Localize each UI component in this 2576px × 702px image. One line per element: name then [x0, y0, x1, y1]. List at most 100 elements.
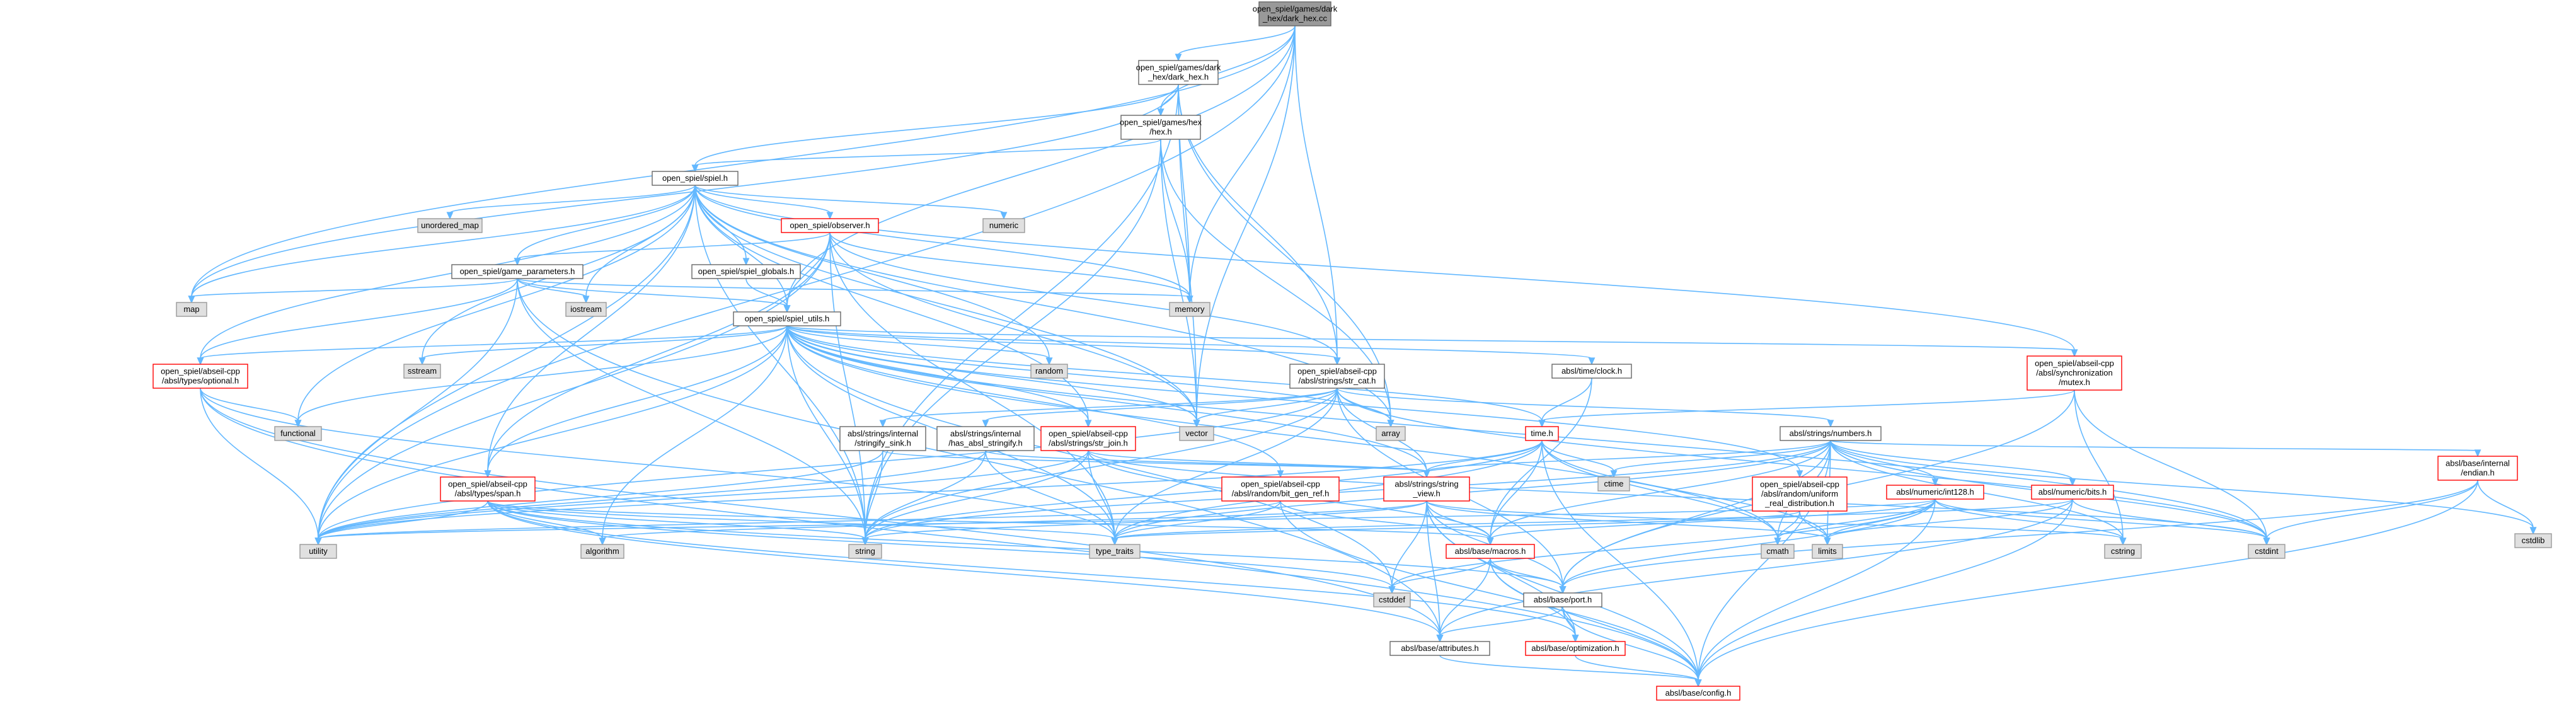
node-label: absl/numeric/bits.h: [2038, 487, 2107, 497]
node-label: /has_absl_stringify.h: [948, 439, 1023, 448]
node-spiel_h[interactable]: open_spiel/spiel.h: [652, 171, 739, 186]
node-label: functional: [280, 429, 316, 438]
node-label: absl/base/port.h: [1534, 595, 1592, 604]
node-limits: limits: [1812, 544, 1843, 559]
node-box: [2437, 456, 2518, 481]
node-numbers_h[interactable]: absl/strings/numbers.h: [1780, 426, 1882, 441]
node-label: /absl/random/uniform: [1761, 489, 1838, 498]
node-label: array: [1381, 429, 1400, 438]
node-box: [652, 171, 739, 186]
edge-endian_h-to-cstdlib: [2477, 480, 2537, 535]
node-clock_h[interactable]: absl/time/clock.h: [1551, 364, 1632, 379]
edge-time_h-to-string_view_h: [1423, 440, 1543, 478]
edge-numbers_h-to-type_traits: [1111, 440, 1831, 546]
edge-spiel_utils_h-to-str_cat_h: [786, 325, 1341, 365]
node-box: [451, 264, 584, 279]
node-box: [1120, 115, 1201, 140]
node-dark_hex_h[interactable]: open_spiel/games/dark_hex/dark_hex.h: [1136, 60, 1221, 85]
node-label: absl/base/optimization.h: [1531, 643, 1619, 653]
edge-span_h-to-attributes_h: [487, 500, 1444, 643]
edge-string_view_h-to-macros_h: [1426, 500, 1494, 546]
node-label: _hex/dark_hex.cc: [1262, 14, 1327, 23]
node-box: [2248, 544, 2286, 559]
node-label: absl/strings/numbers.h: [1790, 429, 1872, 438]
node-uniform_real_h[interactable]: open_spiel/abseil-cpp/absl/random/unifor…: [1752, 476, 1848, 512]
edge-bits_h-to-limits: [1824, 498, 2073, 546]
edge-str_cat_h-to-numbers_h: [1337, 388, 1834, 428]
edge-dark_hex_cc-to-str_cat_h: [1294, 25, 1341, 365]
node-attributes_h[interactable]: absl/base/attributes.h: [1389, 641, 1490, 656]
node-spiel_globals_h[interactable]: open_spiel/spiel_globals.h: [691, 264, 801, 279]
node-optimization_h[interactable]: absl/base/optimization.h: [1525, 641, 1626, 656]
edge-observer_h-to-game_parameters_h: [514, 232, 831, 266]
edge-str_cat_h-to-stringify_sink_h: [879, 388, 1338, 428]
node-box: [1138, 60, 1219, 85]
graph-nodes: open_spiel/games/dark_hex/dark_hex.ccope…: [152, 1, 2552, 701]
node-game_parameters_h[interactable]: open_spiel/game_parameters.h: [451, 264, 584, 279]
node-hex_h[interactable]: open_spiel/games/hex/hex.h: [1120, 115, 1202, 140]
node-str_join_h[interactable]: open_spiel/abseil-cpp/absl/strings/str_j…: [1040, 426, 1136, 451]
node-optional_h[interactable]: open_spiel/abseil-cpp/absl/types/optiona…: [152, 364, 248, 389]
edge-spiel_h-to-game_parameters_h: [514, 185, 696, 266]
node-macros_h[interactable]: absl/base/macros.h: [1446, 544, 1535, 559]
node-label: vector: [1185, 429, 1208, 438]
node-config_h[interactable]: absl/base/config.h: [1656, 686, 1740, 701]
node-box: [1030, 364, 1068, 379]
edge-spiel_h-to-unordered_map: [446, 185, 696, 220]
node-box: [1752, 476, 1848, 512]
node-box: [1761, 544, 1795, 559]
node-label: /absl/types/optional.h: [162, 376, 239, 386]
node-stringify_sink_h[interactable]: absl/strings/internal/stringify_sink.h: [839, 426, 926, 451]
node-box: [274, 426, 322, 441]
node-box: [2031, 485, 2114, 500]
node-span_h[interactable]: open_spiel/abseil-cpp/absl/types/span.h: [440, 476, 536, 502]
node-int128_h[interactable]: absl/numeric/int128.h: [1886, 485, 1984, 500]
node-bit_gen_ref_h[interactable]: open_spiel/abseil-cpp/absl/random/bit_ge…: [1221, 476, 1340, 502]
node-str_cat_h[interactable]: open_spiel/abseil-cpp/absl/strings/str_c…: [1289, 364, 1385, 389]
edge-game_parameters_h-to-map: [188, 278, 518, 304]
node-label: utility: [309, 546, 328, 556]
node-label: _real_distribution.h: [1764, 498, 1834, 508]
node-port_h[interactable]: absl/base/port.h: [1523, 592, 1602, 607]
node-bits_h[interactable]: absl/numeric/bits.h: [2031, 485, 2114, 500]
node-box: [1376, 426, 1406, 441]
node-label: open_spiel/games/hex: [1120, 118, 1202, 127]
node-box: [733, 311, 841, 326]
node-has_absl_stringify_h[interactable]: absl/strings/internal/has_absl_stringify…: [936, 426, 1035, 451]
node-time_h[interactable]: time.h: [1525, 426, 1559, 441]
node-array: array: [1376, 426, 1406, 441]
node-label: _hex/dark_hex.h: [1147, 72, 1209, 82]
node-label: absl/base/attributes.h: [1401, 643, 1479, 653]
node-label: open_spiel/game_parameters.h: [460, 267, 575, 276]
node-string: string: [848, 544, 882, 559]
node-box: [299, 544, 337, 559]
node-label: sstream: [408, 366, 437, 376]
node-observer_h[interactable]: open_spiel/observer.h: [781, 218, 879, 233]
node-box: [1780, 426, 1882, 441]
node-mutex_h[interactable]: open_spiel/abseil-cpp/absl/synchronizati…: [2027, 355, 2122, 391]
edge-spiel_utils_h-to-cmath: [786, 325, 1781, 546]
node-label: open_spiel/spiel_globals.h: [698, 267, 795, 276]
node-label: open_spiel/observer.h: [790, 221, 870, 230]
node-box: [1597, 476, 1630, 492]
node-label: absl/numeric/int128.h: [1896, 487, 1974, 497]
node-cstdlib: cstdlib: [2514, 533, 2552, 548]
node-box: [1258, 1, 1331, 26]
node-label: /absl/strings/str_cat.h: [1299, 376, 1376, 386]
node-spiel_utils_h[interactable]: open_spiel/spiel_utils.h: [733, 311, 841, 326]
edge-spiel_utils_h-to-uniform_real_h: [786, 325, 1803, 478]
node-cmath: cmath: [1761, 544, 1795, 559]
node-box: [1383, 476, 1470, 502]
node-label: open_spiel/abseil-cpp: [1049, 429, 1128, 439]
node-label: cstring: [2111, 546, 2135, 556]
edge-dark_hex_h-to-hex_h: [1157, 84, 1179, 117]
node-label: cstdlib: [2522, 536, 2545, 545]
node-endian_h[interactable]: absl/base/internal/endian.h: [2437, 456, 2518, 481]
node-label: absl/strings/internal: [950, 429, 1021, 439]
edge-dark_hex_h-to-str_cat_h: [1178, 84, 1341, 365]
node-box: [1812, 544, 1843, 559]
edge-dark_hex_h-to-string: [861, 84, 1179, 546]
node-memory: memory: [1169, 302, 1210, 317]
graph-edges: [188, 25, 2537, 688]
node-string_view_h[interactable]: absl/strings/string_view.h: [1383, 476, 1470, 502]
